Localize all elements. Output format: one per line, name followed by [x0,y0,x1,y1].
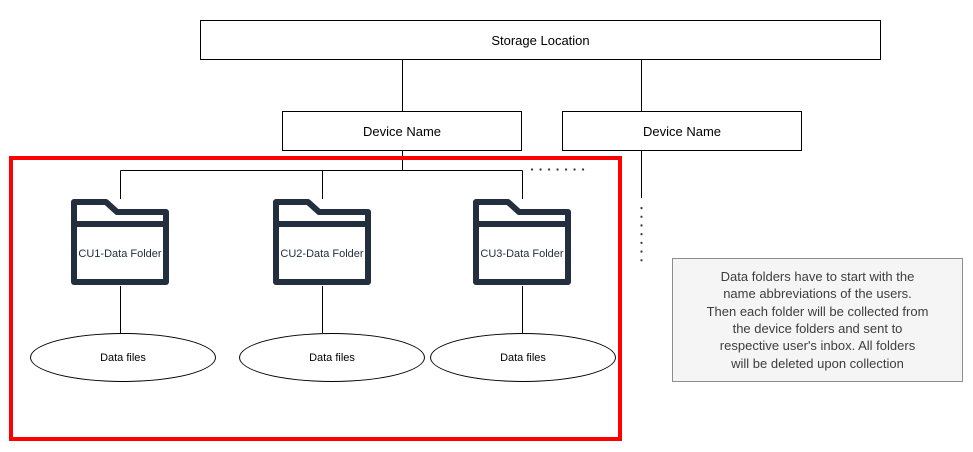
folder-label: CU2-Data Folder [280,248,364,261]
storage-location-label: Storage Location [491,32,590,48]
device-name-label-right: Device Name [642,123,722,139]
folder-icon [273,199,371,285]
note-text: Data folders have to start with the name… [706,268,929,371]
device-name-box-right: Device Name [562,111,802,151]
data-files-label: Data files [100,351,146,364]
device-name-label-left: Device Name [362,123,442,139]
highlight-rectangle [9,156,622,441]
data-files-ellipse-2: Data files [239,333,425,382]
data-files-ellipse-1: Data files [30,333,216,382]
folder-label: CU1-Data Folder [78,248,162,261]
folder-icon [473,199,571,285]
data-files-label: Data files [500,351,546,364]
folder-label: CU3-Data Folder [480,248,564,261]
folder-node-cu2: CU2-Data Folder [272,198,372,286]
data-files-label: Data files [309,351,355,364]
data-files-ellipse-3: Data files [430,333,616,382]
note-box: Data folders have to start with the name… [672,258,963,382]
folder-icon [71,199,169,285]
folder-node-cu3: CU3-Data Folder [472,198,572,286]
folder-node-cu1: CU1-Data Folder [70,198,170,286]
device-name-box-left: Device Name [282,111,522,151]
storage-location-box: Storage Location [200,20,881,60]
